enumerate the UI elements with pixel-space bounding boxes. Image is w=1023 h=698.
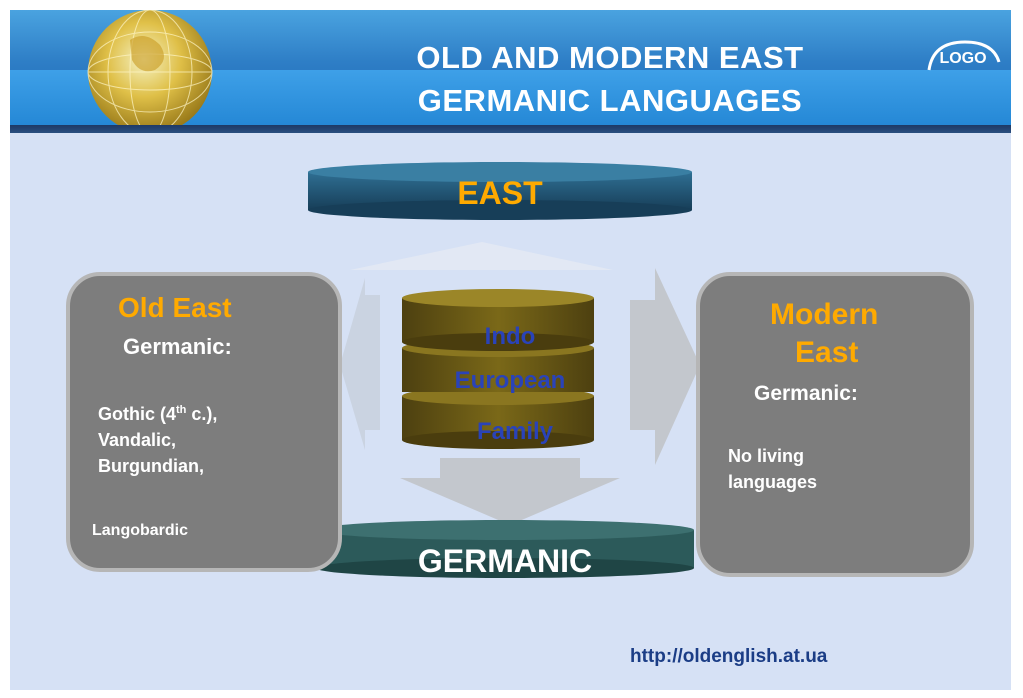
header-rule	[10, 125, 1011, 133]
modern-east-title-2: East	[795, 336, 859, 369]
item-no-living: No living	[728, 446, 804, 466]
arrow-down	[400, 458, 620, 525]
disc-germanic-label: GERMANIC	[417, 543, 593, 579]
globe-icon	[87, 10, 213, 130]
cylinder-stack	[402, 289, 594, 449]
item-gothic-text: Gothic (4	[98, 404, 177, 424]
diagram-graphics	[308, 162, 700, 578]
arrow-up-faded	[350, 242, 613, 270]
header-bar: OLD AND MODERN EAST GERMANIC LANGUAGES L…	[10, 10, 1011, 130]
modern-east-box: Modern East Germanic: No living language…	[696, 272, 974, 577]
stack-label-european: European	[454, 367, 566, 394]
title-line-2: GERMANIC LANGUAGES	[417, 83, 803, 118]
item-gothic: Gothic (4th c.),	[98, 404, 217, 425]
old-east-box: Old East Germanic: Gothic (4th c.), Vand…	[66, 272, 342, 572]
item-burgundian: Burgundian,	[98, 456, 204, 476]
stack-label-indo: Indo	[484, 323, 536, 350]
item-languages: languages	[728, 472, 818, 492]
old-east-subtitle: Germanic:	[123, 334, 232, 359]
old-east-title: Old East	[118, 292, 232, 323]
logo-arc-icon	[927, 40, 1001, 71]
footer-url[interactable]: http://oldenglish.at.ua	[630, 646, 828, 667]
title-line-1: OLD AND MODERN EAST	[416, 40, 804, 75]
disc-germanic	[316, 520, 694, 578]
slide: OLD AND MODERN EAST GERMANIC LANGUAGES L…	[10, 10, 1011, 690]
logo: LOGO	[923, 36, 1003, 76]
item-vandalic: Vandalic,	[98, 430, 177, 450]
modern-east-subtitle: Germanic:	[754, 382, 858, 405]
arrow-right	[630, 268, 700, 465]
disc-east-label: EAST	[457, 175, 543, 211]
item-gothic-sup: th	[176, 404, 187, 416]
modern-east-title-1: Modern	[770, 298, 879, 331]
item-langobardic: Langobardic	[92, 522, 189, 539]
stack-label-family: Family	[476, 418, 554, 445]
disc-east	[308, 162, 692, 220]
logo-text: LOGO	[939, 50, 987, 67]
arrow-left-faded	[340, 278, 380, 450]
item-gothic-tail: c.),	[186, 404, 218, 424]
